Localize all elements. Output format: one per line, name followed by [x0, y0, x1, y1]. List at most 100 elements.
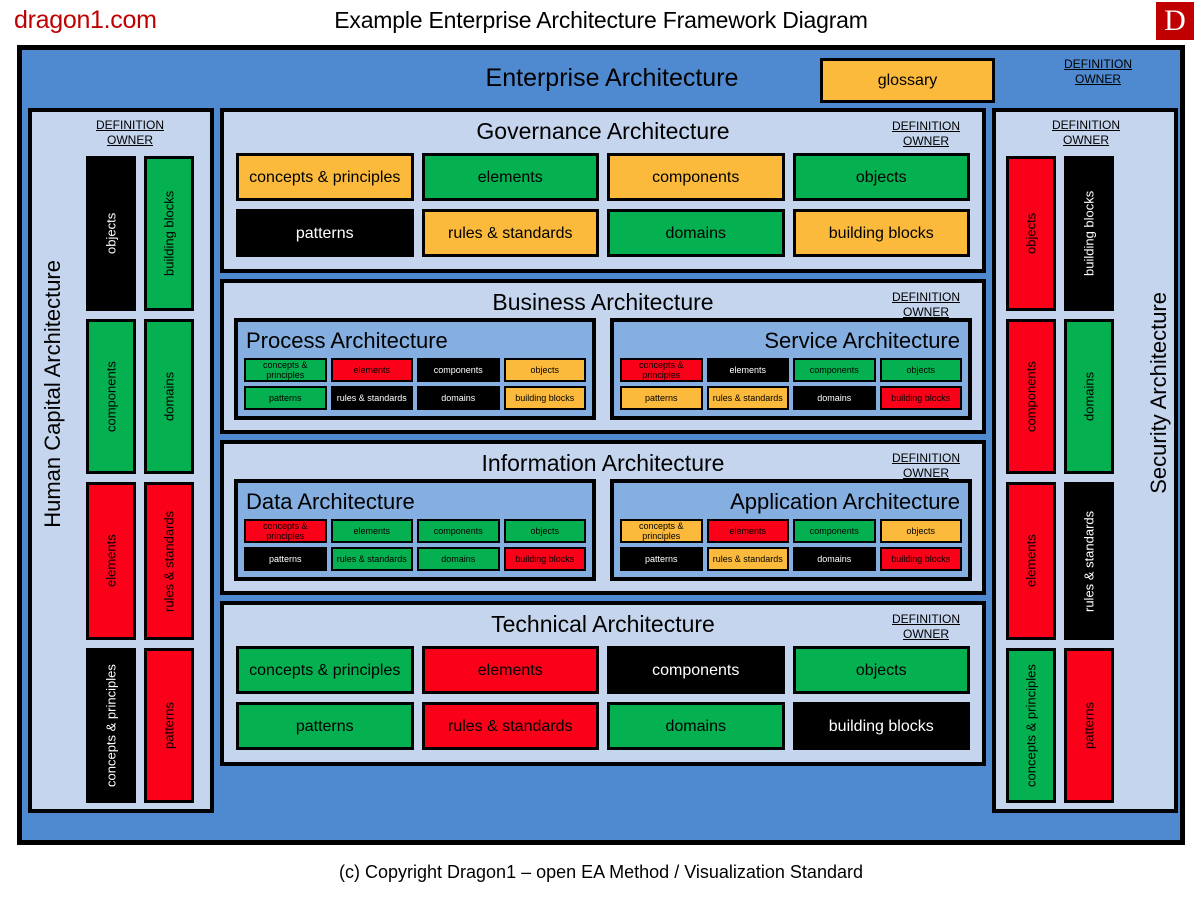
definition-text: DEFINITION — [892, 451, 960, 465]
aspect-cell[interactable]: elements — [421, 153, 599, 201]
sub-architecture-title-process: Process Architecture — [246, 328, 448, 353]
aspect-cell[interactable]: elements — [86, 482, 136, 640]
owner-text: OWNER — [903, 627, 949, 641]
aspect-cell[interactable]: building blocks — [792, 702, 970, 750]
dragon1-logo-icon: D — [1156, 2, 1194, 40]
definition-text: DEFINITION — [1052, 118, 1120, 132]
definition-text: DEFINITION — [96, 118, 164, 132]
aspect-cell[interactable]: objects — [503, 358, 586, 382]
aspect-cell[interactable]: domains — [1064, 319, 1114, 474]
aspect-cell[interactable]: elements — [706, 519, 789, 543]
aspect-cell[interactable]: building blocks — [144, 156, 194, 311]
aspect-cell[interactable]: domains — [144, 319, 194, 474]
aspect-cell[interactable]: concepts & principles — [620, 358, 703, 382]
aspect-cell[interactable]: domains — [607, 209, 785, 257]
enterprise-architecture-bar: Enterprise Architecture glossary DEFINIT… — [22, 50, 1180, 108]
aspect-cell[interactable]: domains — [793, 386, 876, 410]
aspect-cell[interactable]: concepts & principles — [236, 646, 414, 694]
aspect-cell[interactable]: domains — [793, 547, 876, 571]
aspect-cell[interactable]: domains — [417, 386, 500, 410]
aspect-cell[interactable]: components — [417, 519, 500, 543]
aspect-cell[interactable]: concepts & principles — [86, 648, 136, 803]
aspect-cell[interactable]: rules & standards — [1064, 482, 1114, 640]
aspect-cell[interactable]: objects — [792, 646, 970, 694]
definition-text: DEFINITION — [1064, 57, 1132, 71]
aspect-cell[interactable]: rules & standards — [330, 547, 413, 571]
aspect-cell[interactable]: components — [607, 646, 785, 694]
aspect-cell[interactable]: concepts & principles — [1006, 648, 1056, 803]
aspect-cell[interactable]: objects — [1006, 156, 1056, 311]
definition-text: DEFINITION — [892, 612, 960, 626]
aspect-cell[interactable]: rules & standards — [144, 482, 194, 640]
aspect-cell[interactable]: rules & standards — [421, 209, 599, 257]
aspect-cell[interactable]: building blocks — [1064, 156, 1114, 311]
aspect-cell[interactable]: building blocks — [503, 547, 586, 571]
sub-architecture-application: Application Architecture concepts & princ… — [610, 479, 972, 581]
aspect-cell[interactable]: patterns — [236, 209, 414, 257]
section-title-business: Business Architecture — [492, 289, 714, 315]
aspect-cell[interactable]: elements — [421, 646, 599, 694]
aspect-cell[interactable]: elements — [330, 358, 413, 382]
aspect-cell[interactable]: patterns — [144, 648, 194, 803]
aspect-cell[interactable]: components — [1006, 319, 1056, 474]
aspect-cell[interactable]: elements — [706, 358, 789, 382]
owner-text: OWNER — [107, 133, 153, 147]
definition-owner-label: DEFINITION OWNER — [1052, 57, 1144, 87]
aspect-cell[interactable]: patterns — [1064, 648, 1114, 803]
aspect-cell[interactable]: building blocks — [792, 209, 970, 257]
side-column-title-security: Security Architecture — [1146, 292, 1171, 494]
aspect-cell[interactable]: building blocks — [503, 386, 586, 410]
aspect-cell[interactable]: objects — [792, 153, 970, 201]
aspect-cell[interactable]: components — [793, 358, 876, 382]
aspect-cell[interactable]: rules & standards — [706, 547, 789, 571]
aspect-cell[interactable]: rules & standards — [330, 386, 413, 410]
aspect-cell[interactable]: patterns — [244, 547, 327, 571]
aspect-cell[interactable]: concepts & principles — [244, 519, 327, 543]
aspect-cell[interactable]: rules & standards — [421, 702, 599, 750]
aspect-cell[interactable]: rules & standards — [706, 386, 789, 410]
aspect-cell[interactable]: concepts & principles — [620, 519, 703, 543]
owner-text: OWNER — [1075, 72, 1121, 86]
aspect-cell[interactable]: components — [607, 153, 785, 201]
page-title: Example Enterprise Architecture Framewor… — [334, 7, 868, 33]
page-header: dragon1.com Example Enterprise Architect… — [0, 0, 1202, 44]
aspect-cell[interactable]: patterns — [620, 386, 703, 410]
aspect-cell[interactable]: components — [86, 319, 136, 474]
aspect-cell[interactable]: patterns — [244, 386, 327, 410]
section-title-information: Information Architecture — [481, 450, 725, 476]
aspect-cell[interactable]: elements — [1006, 482, 1056, 640]
aspect-cell[interactable]: domains — [607, 702, 785, 750]
section-title-governance: Governance Architecture — [476, 118, 730, 144]
aspect-cell[interactable]: objects — [879, 358, 962, 382]
aspect-cell[interactable]: domains — [417, 547, 500, 571]
aspect-cell[interactable]: patterns — [620, 547, 703, 571]
aspect-cell[interactable]: building blocks — [879, 547, 962, 571]
aspect-cell[interactable]: objects — [879, 519, 962, 543]
enterprise-architecture-title: Enterprise Architecture — [485, 64, 739, 92]
aspect-cell[interactable]: components — [793, 519, 876, 543]
sub-architecture-title-application: Application Architecture — [730, 489, 960, 514]
sub-architecture-process: Process Architecture concepts & principle… — [234, 318, 596, 420]
aspect-cell[interactable]: building blocks — [879, 386, 962, 410]
glossary-button[interactable]: glossary — [820, 58, 995, 103]
aspect-cell[interactable]: concepts & principles — [244, 358, 327, 382]
aspect-cell[interactable]: elements — [330, 519, 413, 543]
aspect-cell[interactable]: concepts & principles — [236, 153, 414, 201]
aspect-cell[interactable]: patterns — [236, 702, 414, 750]
aspect-cell[interactable]: components — [417, 358, 500, 382]
aspect-cell[interactable]: objects — [503, 519, 586, 543]
owner-text: OWNER — [903, 466, 949, 480]
sub-architecture-row: Process Architecture concepts & principle… — [224, 318, 982, 430]
aspect-cell[interactable]: objects — [86, 156, 136, 311]
